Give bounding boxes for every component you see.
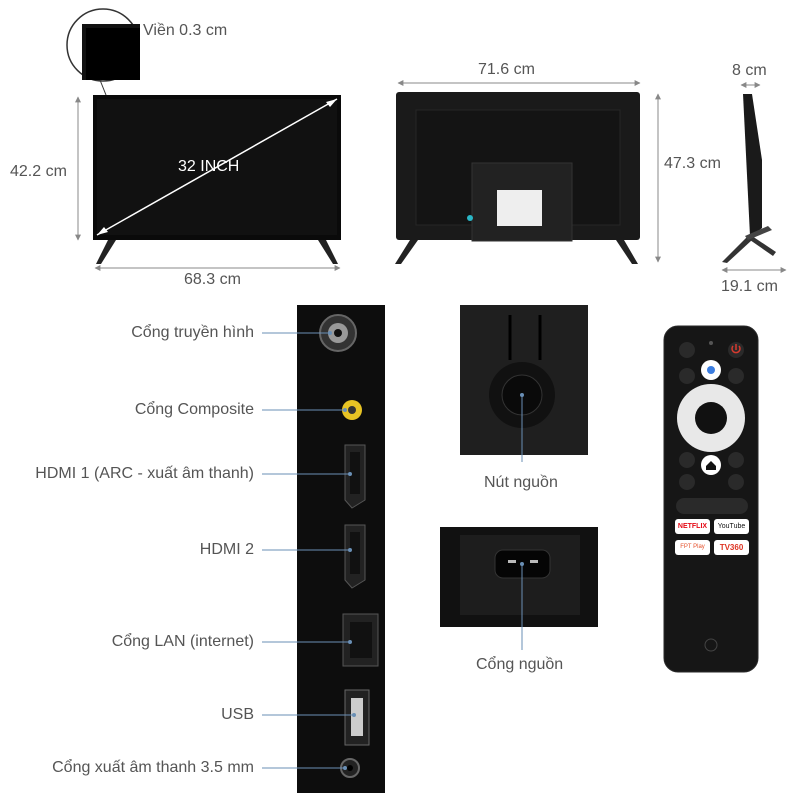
bezel-label: Viền 0.3 cm [143,22,228,39]
stand-depth-label: 19.1 cm [721,278,778,295]
back-height-label: 47.3 cm [664,155,721,172]
screen-size-label: 32 INCH [178,158,240,175]
usb-port-label: USB [221,706,254,723]
remote-control [663,325,759,673]
bezel-zoom-circle [66,8,140,96]
port-leader-lines [262,332,354,769]
port-panel [297,305,385,793]
audio-port-label: Cổng xuất âm thanh 3.5 mm [52,759,254,776]
lan-port-label: Cổng LAN (internet) [111,633,254,650]
tv360-button[interactable]: TV360 [719,543,744,552]
hdmi2-port-label: HDMI 2 [199,541,254,558]
side-depth-label: 8 cm [732,62,767,79]
tv-back-view [395,92,640,264]
front-height-label: 42.2 cm [10,163,67,180]
power-port-caption: Cổng nguồn [476,656,564,673]
tv-front-view [93,95,341,264]
power-button-photo [460,305,588,462]
tv-side-view [722,94,776,263]
power-button-caption: Nút nguồn [484,474,558,491]
fpt-play-button[interactable]: FPT Play [680,544,705,550]
hdmi1-port-label: HDMI 1 (ARC - xuất âm thanh) [35,465,254,482]
composite-port-label: Cổng Composite [134,401,254,418]
power-port-photo [440,527,598,650]
back-width-label: 71.6 cm [478,61,535,78]
front-width-label: 68.3 cm [184,271,241,288]
netflix-button[interactable]: NETFLIX [677,523,708,530]
youtube-button[interactable]: YouTube [717,523,746,530]
antenna-port-label: Cổng truyền hình [131,324,254,341]
